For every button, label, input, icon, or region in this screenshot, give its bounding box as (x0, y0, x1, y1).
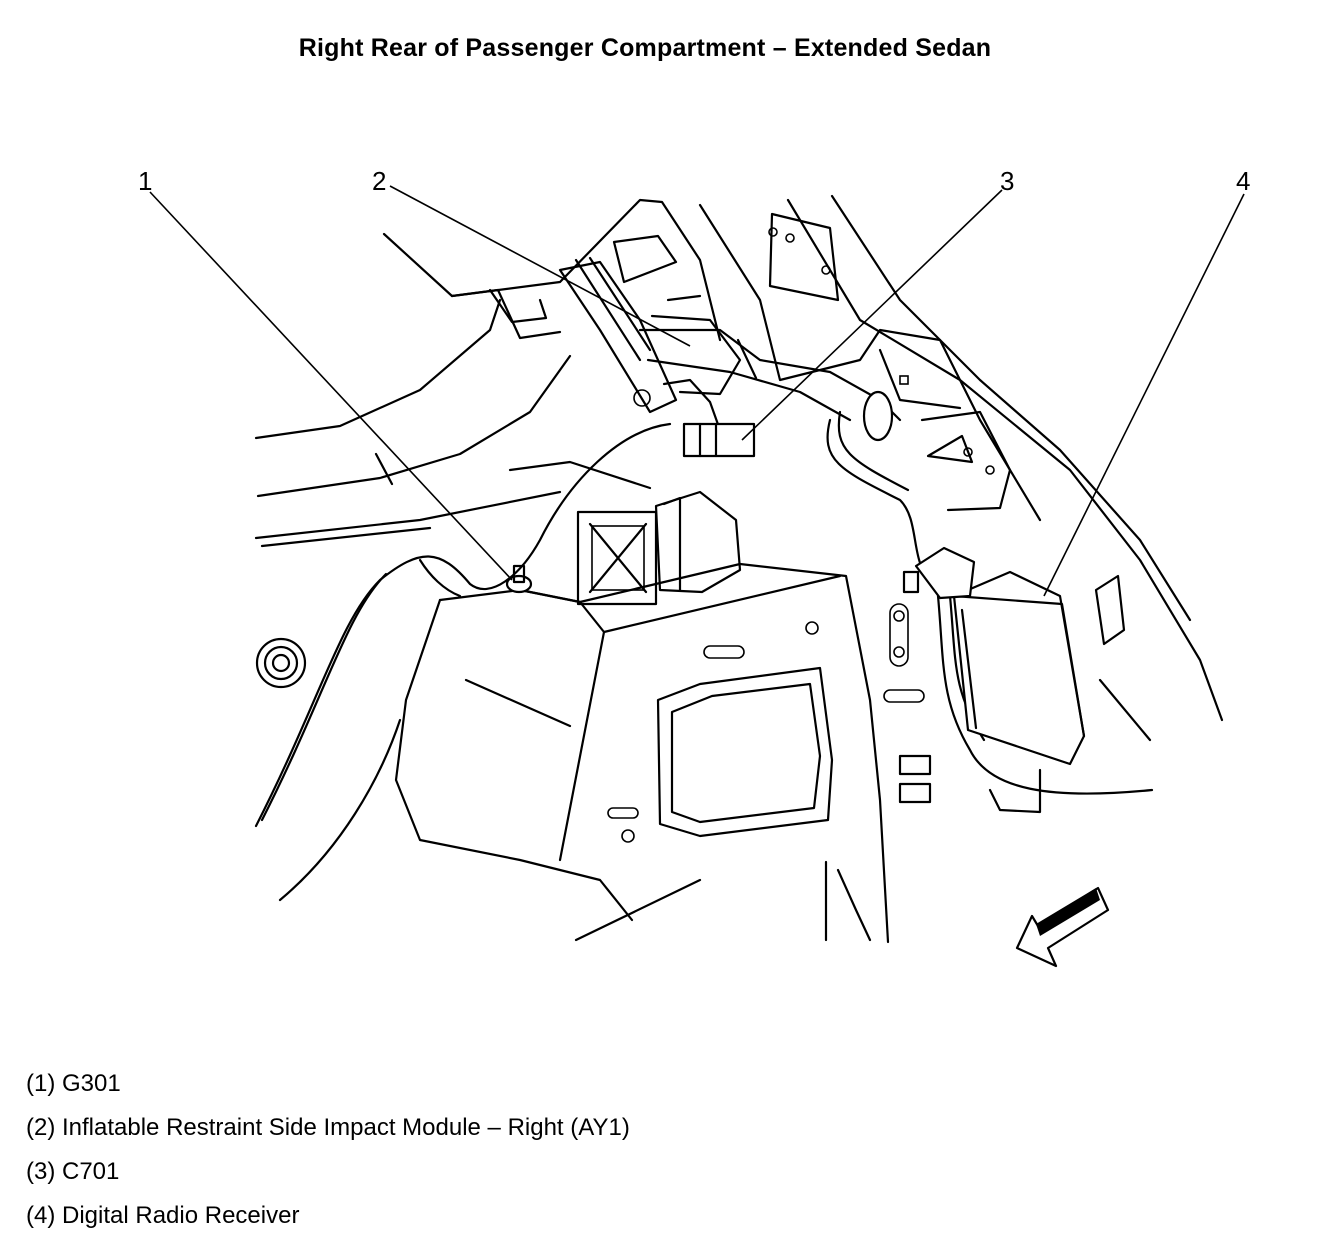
legend-item-2: (2) Inflatable Restraint Side Impact Mod… (26, 1114, 630, 1141)
callout-legend: (1) G301 (2) Inflatable Restraint Side I… (26, 1062, 630, 1238)
callout-number-4: 4 (1236, 166, 1250, 196)
wheelhouse-trim (394, 562, 1152, 944)
callout-number-3: 3 (1000, 166, 1014, 196)
digital-radio-receiver (902, 546, 1086, 766)
component-location-diagram: 1 2 3 4 (138, 166, 1250, 968)
legend-item-3: (3) C701 (26, 1158, 120, 1185)
callout-number-2: 2 (372, 166, 386, 196)
grommet (255, 637, 307, 689)
upper-body-panel (382, 194, 1224, 722)
legend-item-1: (1) G301 (26, 1070, 121, 1097)
callout-leaders (149, 185, 1245, 597)
package-shelf (254, 298, 652, 548)
c701-connector (682, 422, 756, 458)
callout-numbers: 1 2 3 4 (138, 166, 1250, 196)
diagram-title: Right Rear of Passenger Compartment – Ex… (298, 34, 992, 62)
retractor-assembly (558, 256, 902, 442)
legend-item-4: (4) Digital Radio Receiver (26, 1202, 300, 1229)
wiring-harness (254, 410, 1154, 902)
callout-number-1: 1 (138, 166, 152, 196)
g301-ground-stud (505, 564, 533, 594)
side-impact-module (576, 490, 742, 606)
front-direction-arrow-icon (1015, 886, 1110, 968)
